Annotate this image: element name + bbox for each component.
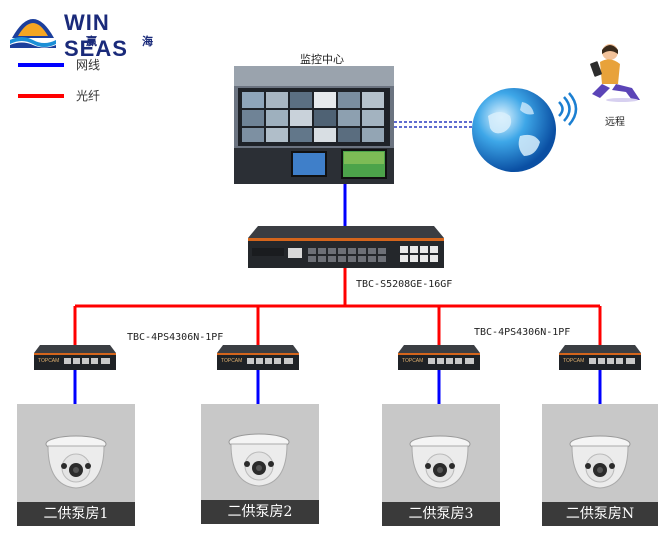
legend: 网线 光纤 (18, 56, 128, 106)
edge-switch-brand-3: TOPCAM (402, 358, 424, 364)
edge-switch-brand-1: TOPCAM (38, 358, 60, 364)
edge-switch-1: TOPCAM (34, 345, 116, 371)
core-switch (248, 226, 444, 270)
room-label-3: 二供泵房3 (382, 502, 500, 526)
legend-swatch-fiber (18, 94, 64, 98)
room-label-2: 二供泵房2 (201, 500, 319, 524)
video-wall-icon (234, 66, 394, 184)
edge-switch-model-1: TBC-4PS4306N-1PF (127, 332, 224, 343)
dome-camera-icon (569, 435, 631, 489)
brand-logo: WIN SEAS 赢 海 (8, 6, 168, 61)
remote-user-icon (590, 44, 640, 102)
globe-icon (470, 86, 558, 174)
monitor-center-image (234, 66, 394, 184)
edge-switch-2: TOPCAM (217, 345, 299, 371)
legend-swatch-cable (18, 63, 64, 67)
edge-switch-4: TOPCAM (559, 345, 641, 371)
logo-sub-right: 海 (142, 35, 153, 48)
wifi-signal-icon (558, 92, 578, 126)
dome-camera-icon (228, 433, 290, 487)
edge-switch-3: TOPCAM (398, 345, 480, 371)
room-label-1: 二供泵房1 (17, 502, 135, 526)
logo-name: WIN SEAS (64, 10, 128, 61)
dome-camera-icon (45, 435, 107, 489)
monitor-center-label: 监控中心 (300, 53, 344, 66)
logo-sub-left: 赢 (86, 35, 97, 48)
legend-label-fiber: 光纤 (76, 89, 101, 103)
logo-emblem-icon (10, 19, 56, 48)
edge-switch-model-2: TBC-4PS4306N-1PF (474, 327, 571, 338)
dome-camera-icon (409, 435, 471, 489)
remote-label: 远程 (605, 117, 625, 128)
edge-switch-brand-2: TOPCAM (221, 358, 243, 364)
room-label-4: 二供泵房N (542, 502, 658, 526)
core-switch-model: TBC-S5208GE-16GF (356, 279, 453, 290)
legend-label-cable: 网线 (76, 58, 101, 72)
edge-switch-brand-4: TOPCAM (563, 358, 585, 364)
